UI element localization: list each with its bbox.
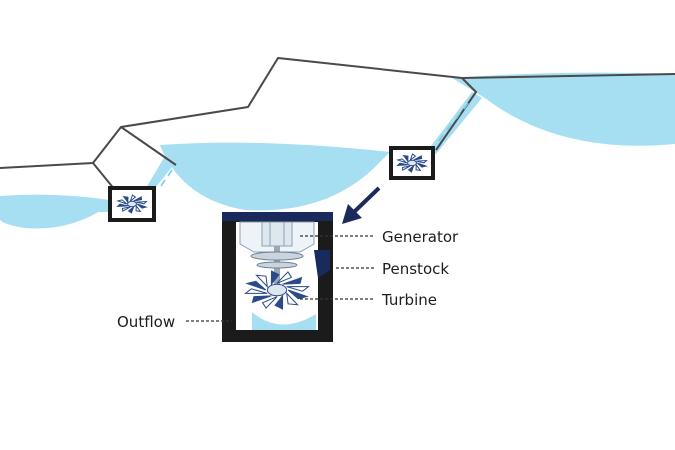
ridge-line-lower — [120, 126, 177, 166]
ridge-line-upper — [435, 77, 477, 151]
powerhouse-roof — [222, 212, 333, 221]
lower-turbine-housing — [108, 186, 156, 222]
turbine-runner — [243, 270, 311, 310]
lower-spill — [88, 200, 112, 212]
penstock-channel — [314, 250, 330, 278]
turbine-icon — [396, 153, 428, 173]
lower-reservoir — [0, 194, 110, 229]
middle-reservoir — [160, 142, 390, 211]
outflow-label: Outflow — [117, 313, 175, 331]
powerhouse-detail — [222, 212, 333, 342]
generator-label: Generator — [382, 228, 459, 246]
middle-chute — [146, 156, 176, 192]
upper-turbine-housing — [389, 146, 435, 180]
upper-reservoir — [452, 72, 675, 146]
outflow-water — [252, 312, 316, 330]
arrow-down-left-icon — [342, 186, 381, 224]
penstock-label: Penstock — [382, 260, 449, 278]
terrain — [0, 57, 675, 229]
turbine-label: Turbine — [381, 291, 437, 309]
terrace-line-middle — [92, 162, 116, 191]
turbine-icon — [116, 194, 148, 214]
flow-marks — [160, 102, 469, 187]
leader-lines — [186, 235, 374, 322]
